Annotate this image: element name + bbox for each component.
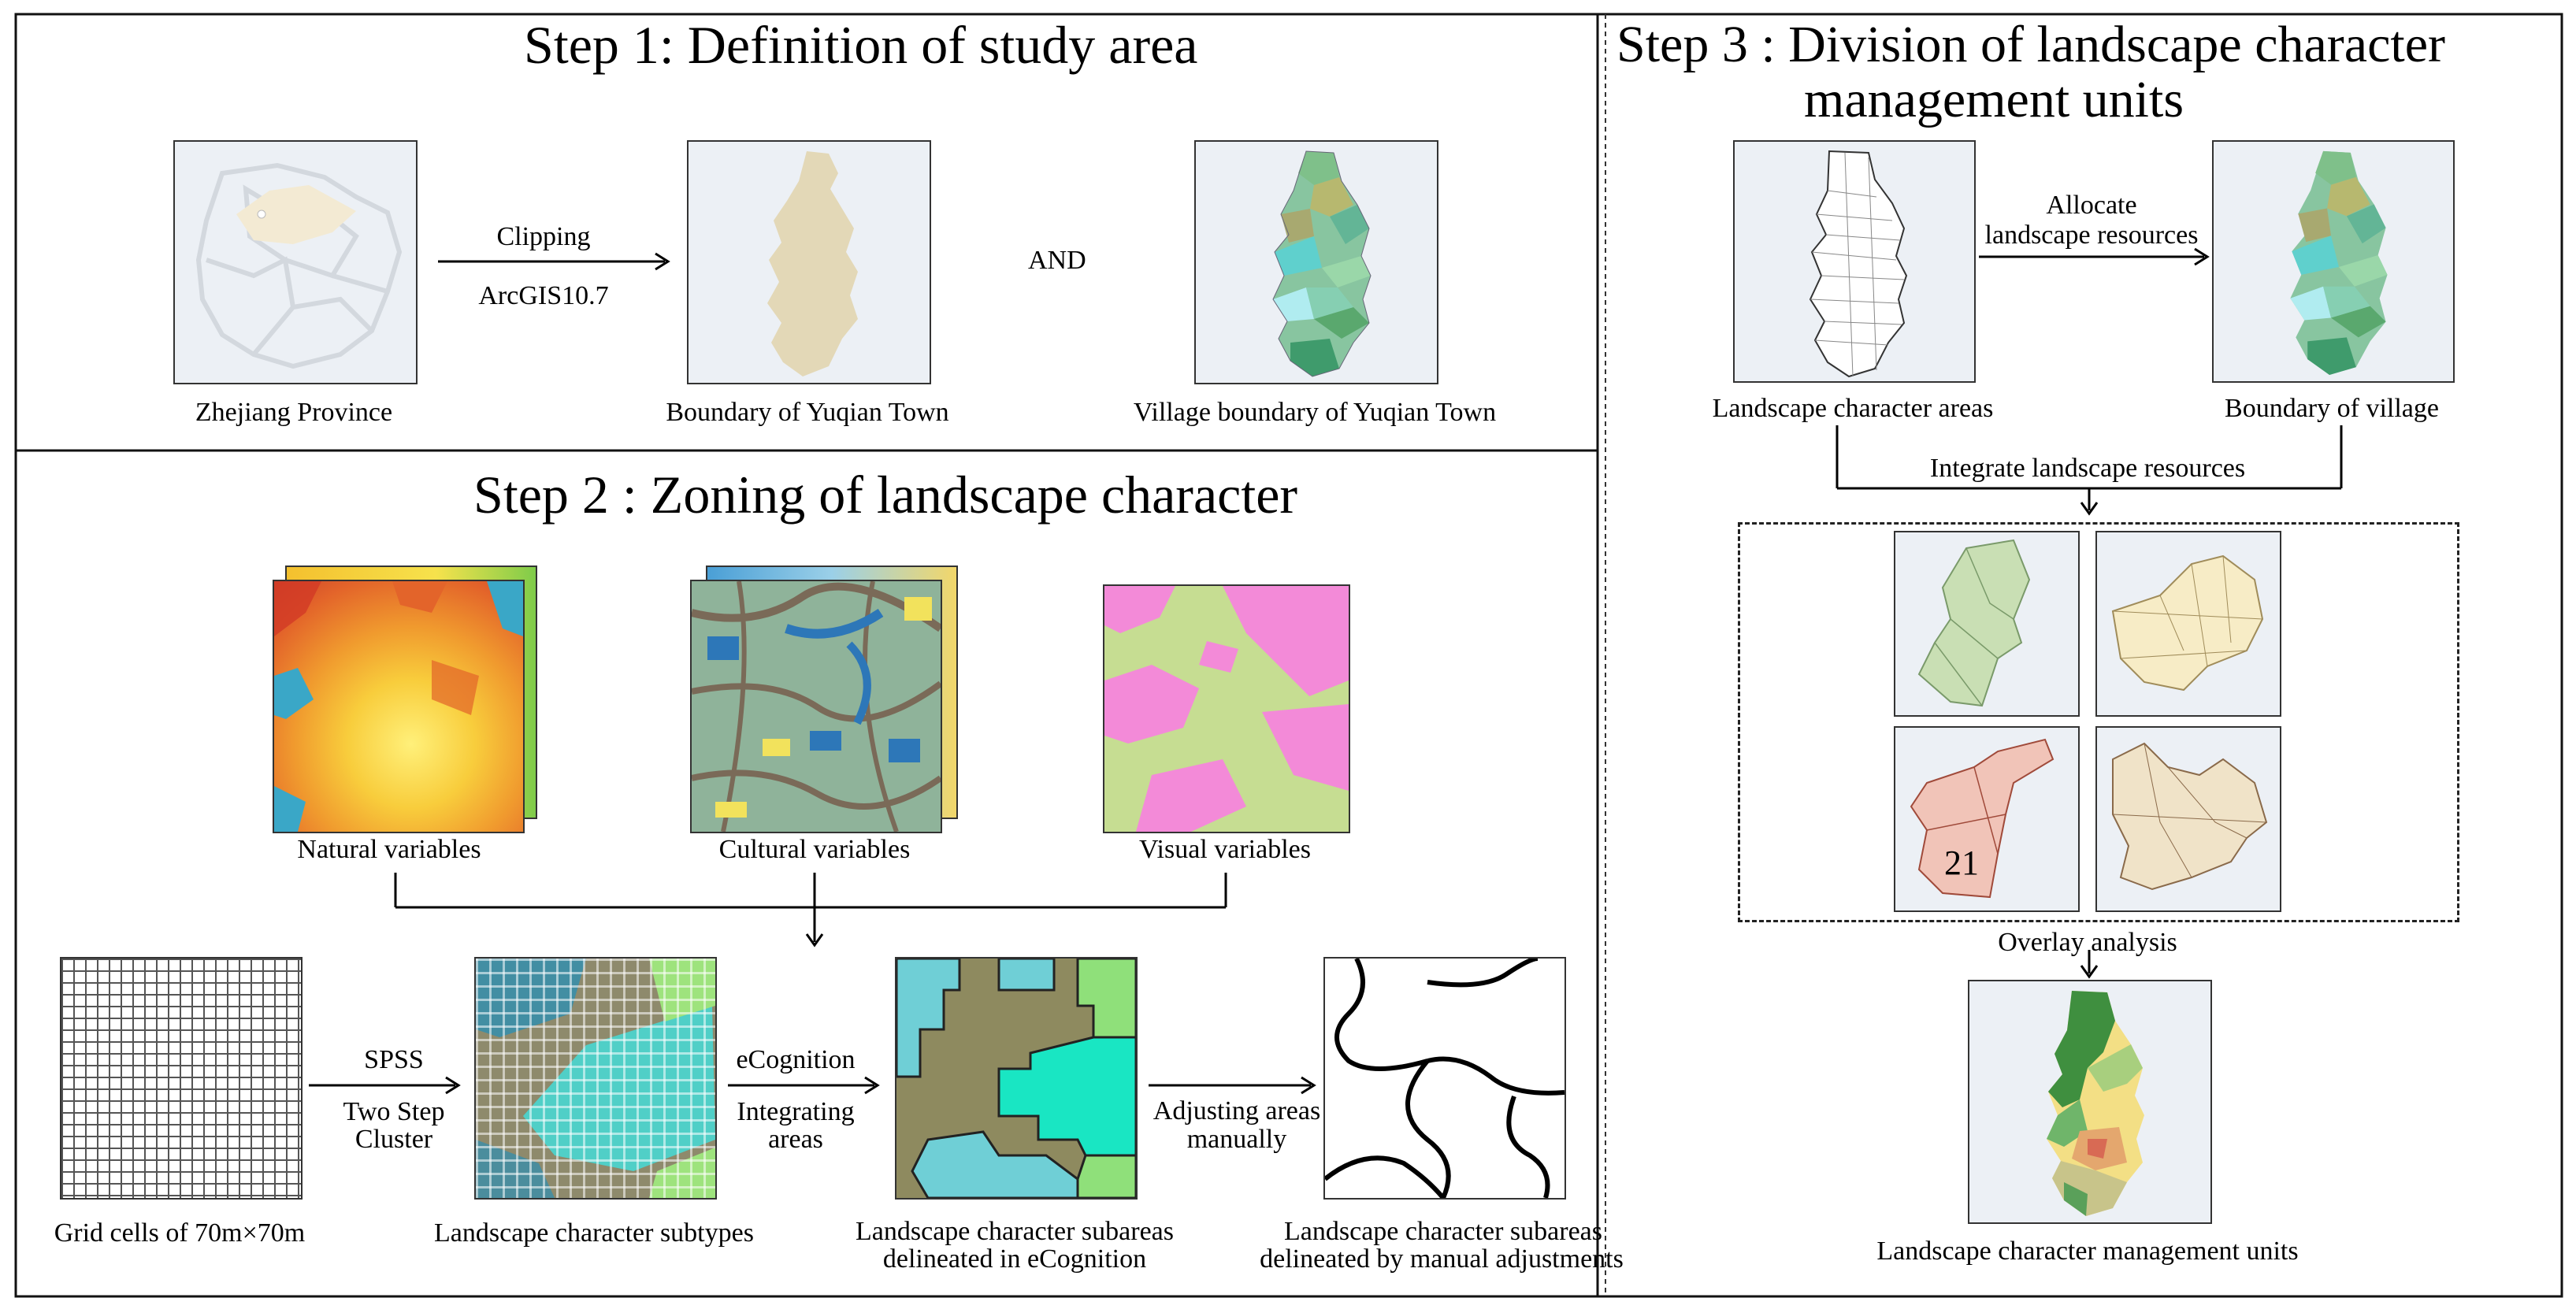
zhejiang-province-map <box>173 140 418 384</box>
boundary-of-village-map <box>2212 140 2455 383</box>
natural-variables-label: Natural variables <box>297 835 481 864</box>
adjusting-areas-label: Adjusting areas <box>1153 1096 1321 1125</box>
resource-map-cropland <box>2095 531 2281 717</box>
arcgis-label: ArcGIS10.7 <box>478 281 609 310</box>
management-units-map <box>1968 980 2212 1224</box>
ecognition-arrow <box>728 1076 880 1095</box>
overlay-label: Overlay analysis <box>1998 928 2177 957</box>
clipping-arrow <box>438 252 670 271</box>
natural-variables-map <box>273 580 525 833</box>
step2-title: Step 2 : Zoning of landscape character <box>473 465 1298 525</box>
allocate-resources-label: landscape resources <box>1984 221 2199 250</box>
step3-title-line1: Step 3 : Division of landscape character <box>1616 16 2445 73</box>
cluster-label: Cluster <box>354 1125 433 1154</box>
ecognition-subareas-map <box>895 957 1138 1200</box>
step1-title: Step 1: Definition of study area <box>524 15 1198 75</box>
lca-label: Landscape character areas <box>1712 394 1994 423</box>
two-step-label: Two Step <box>343 1097 445 1126</box>
integrate-label: Integrate landscape resources <box>1929 454 2246 483</box>
manual-subareas-label-1: Landscape character subareas <box>1284 1217 1602 1246</box>
ecognition-subareas-label-1: Landscape character subareas <box>856 1217 1174 1246</box>
village-boundary-label: Village boundary of Yuqian Town <box>1133 398 1497 427</box>
resource-maps-group <box>1738 522 2459 922</box>
variables-merge-connector <box>394 873 1227 947</box>
subtypes-grid-overlay <box>476 959 715 1198</box>
cultural-variables-map <box>690 580 942 833</box>
management-units-label: Landscape character management units <box>1876 1237 2299 1266</box>
ecognition-label: eCognition <box>736 1045 856 1074</box>
manual-adjust-arrow <box>1149 1076 1316 1095</box>
spss-label: SPSS <box>364 1045 424 1074</box>
unit-number-label: 21 <box>1944 844 1979 882</box>
resource-map-forest <box>1894 531 2080 717</box>
subtypes-label: Landscape character subtypes <box>434 1218 754 1248</box>
allocate-label: Allocate <box>2046 191 2137 220</box>
overlay-arrow <box>2080 950 2099 979</box>
resource-map-settlement: 21 <box>1894 726 2080 912</box>
landscape-subtypes-map <box>474 957 717 1200</box>
village-boundary-map <box>1194 140 1438 384</box>
manually-label: manually <box>1186 1125 1287 1154</box>
integrating-label: Integrating <box>737 1097 855 1126</box>
manual-subareas-label-2: delineated by manual adjustments <box>1260 1244 1624 1274</box>
ecognition-subareas-label-2: delineated in eCognition <box>882 1244 1147 1274</box>
allocate-arrow <box>1979 247 2210 266</box>
visual-variables-map <box>1103 584 1350 833</box>
step3-title-line2: management units <box>1804 71 2184 128</box>
grid-cells-map <box>60 957 303 1200</box>
clipping-label: Clipping <box>496 222 591 251</box>
resource-map-heritage <box>2095 726 2281 912</box>
spss-arrow <box>309 1076 461 1095</box>
yuqian-town-boundary-map <box>687 140 931 384</box>
visual-variables-label: Visual variables <box>1139 835 1311 864</box>
manual-subareas-map <box>1323 957 1566 1200</box>
integrate-connector <box>1835 425 2343 516</box>
yuqian-town-boundary-label: Boundary of Yuqian Town <box>666 398 949 427</box>
areas-label: areas <box>768 1125 823 1154</box>
landscape-character-areas-map <box>1733 140 1976 383</box>
and-label: AND <box>1028 246 1086 275</box>
village-label: Boundary of village <box>2225 394 2439 423</box>
zhejiang-province-label: Zhejiang Province <box>195 398 393 427</box>
grid-cells-label: Grid cells of 70m×70m <box>54 1218 306 1248</box>
cultural-variables-label: Cultural variables <box>718 835 911 864</box>
